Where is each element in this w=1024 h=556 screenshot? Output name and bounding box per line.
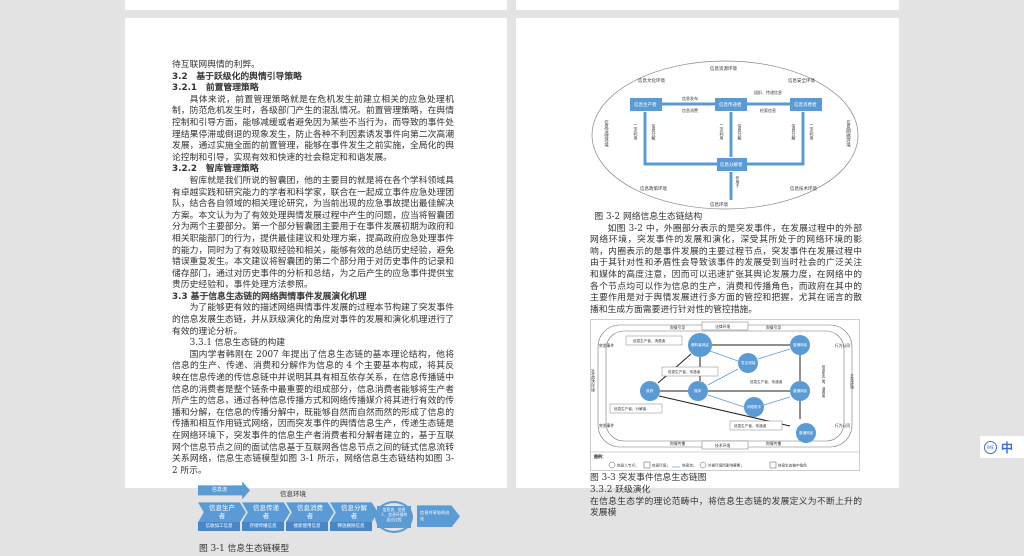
role-label: 信息生产者、传递者 (668, 369, 701, 374)
legend-item: 信息人节点； (617, 463, 639, 468)
figure-3-3: 法律环境 技术环境 舆情引导 舆情引导 舆情传播 舆情传播 突发事件 突发事件 … (590, 319, 860, 472)
env-label: 舆情引导 (670, 325, 685, 330)
env-label: 突发事件 (599, 423, 614, 428)
env-label: 信息环境 (280, 490, 306, 499)
left-page (125, 18, 507, 488)
legend-item: 信息流； (682, 463, 696, 468)
paragraph: 具体来说，前置管理策略就是在危机发生前建立相关的应急处理机制，防范危机发生时，各… (172, 94, 454, 163)
stage-title: 信息传递者 (242, 502, 290, 523)
stage-title: 信息生产者 (198, 502, 246, 523)
node-leader: 意见领袖 (741, 360, 756, 365)
env-label: 文化环境 (849, 374, 855, 390)
env-label: 技术环境 (715, 443, 730, 448)
right-page-column: 信息资源环境 信息文化环境 信息安全环境 信息政策环境 信息技术环境 信息环境 … (590, 60, 862, 520)
decomposer-node: 信息分解者 (720, 161, 743, 168)
env-label: 舆情引导 (766, 325, 781, 330)
env-label: 社会经济环境 (590, 369, 596, 393)
text-line: 待互联网舆情的利弊。 (172, 60, 260, 70)
figure-3-1-caption: 图 3-1 信息生态链模型 (199, 544, 290, 555)
flow-label: 二次利用 (810, 124, 815, 141)
env-label: 舆情传播 (670, 441, 685, 446)
legend-item: 信息环境； (652, 463, 670, 468)
paragraph: 如图 3-2 中，外圈部分表示的是突发事件，在发展过程中的外部网络环境，突发事件… (590, 223, 862, 315)
flow-label: 检索信息 (760, 107, 776, 113)
producer-node: 信息生产者 (634, 101, 657, 108)
role-label: 信息生产者、传递者 (734, 423, 767, 428)
node-netizen: 普通网民 (799, 430, 814, 435)
figure-3-3-caption: 图 3-3 突发事件信息生态链图 (590, 473, 707, 484)
flow-label: 信息分解 (792, 123, 797, 141)
paragraph: 国内学者韩刚在 2007 年提出了信息生态链的基本理论结构，他将信息的生产、传递… (172, 349, 454, 476)
paragraph: 智库就是我们所说的智囊团，他的主要目的就是将在各个学科领域具有卓越实践和研究能力… (172, 175, 454, 291)
prev-page-right (516, 0, 899, 10)
left-page-column: 待互联网舆情的利弊。 3.2 基于跃级化的舆情引导策略 3.2.1 前置管理策略… (172, 60, 460, 556)
consumer-node: 信息消费者 (794, 101, 817, 108)
figure-3-1: 信息流 信息环境 信息生产者 信收加工信息 信息传递者 存储传播信息 信息消费者… (198, 481, 466, 539)
flow-label: 组织、传递信息 (754, 89, 782, 95)
prev-page-left (125, 0, 507, 10)
stage-title: 信息分解者 (330, 502, 378, 523)
env-label: 信息资源环境 (710, 65, 737, 72)
flow-label: 信息流 (198, 481, 250, 500)
role-label: 信息生产者、消费者 (821, 365, 826, 399)
flow-label: 信息分解 (738, 123, 743, 141)
env-label: 信息法律环境 (604, 119, 609, 149)
cycle-label: 信息流、信息人、信息环境的适应过程 (377, 506, 411, 529)
heading-3-2-1: 3.2.1 前置管理策略 (172, 83, 259, 94)
flow-label: 二次利用 (720, 124, 725, 141)
env-label: 行为认同 (835, 423, 850, 428)
role-label: 信息生产者、分解者 (614, 406, 647, 411)
node-gov: 政府 (646, 388, 654, 393)
paragraph: 为了能够更有效的描述网络舆情事件发展的过程本节构建了突发事件的信息发展生态链，并… (172, 303, 454, 337)
end-label: 信息共享协同进化 (417, 505, 460, 528)
env-label: 信息环境 (710, 201, 728, 208)
node-media: 媒体 (694, 388, 702, 393)
right-page-text-2: 图 3-3 突发事件信息生态链图 3.3.2 跃级演化 在信息生态学的理论范畴中… (590, 473, 862, 519)
role-label: 信息生产者、传递者 (750, 379, 783, 384)
stage-sub: 存储传播信息 (242, 522, 284, 532)
role-label: 信息生产者、消费者 (633, 338, 666, 343)
right-page-text-1: 图 3-2 网络信息生态链结构 如图 3-2 中，外圈部分表示的是突发事件，在发… (590, 212, 862, 316)
heading-3-2-2: 3.2.2 智库管理策略 (172, 164, 259, 175)
node-opinion: 爆料者网民 (691, 342, 709, 347)
ime-logo-icon[interactable]: IME (984, 440, 997, 454)
left-page-text: 待互联网舆情的利弊。 3.2 基于跃级化的舆情引导策略 3.2.1 前置管理策略… (172, 60, 454, 477)
env-label: 法律环境 (715, 324, 730, 329)
env-label: 信息安全环境 (788, 77, 815, 84)
legend-item: 信息生态链中角色 (778, 463, 807, 468)
flow-label: 信息消费 (682, 107, 698, 113)
stage-sub: 信收加工信息 (198, 522, 240, 532)
heading-3-2: 3.2 基于跃级化的舆情引导策略 (172, 71, 302, 82)
env-label: 信息技术环境 (790, 185, 817, 192)
stage-sub: 释放删除信息 (330, 522, 372, 532)
heading-3-3-2: 3.3.2 跃级演化 (590, 484, 651, 495)
node-water: 网络推手 (747, 404, 762, 409)
ime-language-toggle[interactable]: 中 (1001, 440, 1014, 455)
transmitter-node: 信息传递者 (719, 101, 742, 108)
figure-3-2-caption: 图 3-2 网络信息生态链结构 (594, 212, 703, 222)
env-label: 舆情传播 (766, 441, 781, 446)
flow-label: 信息发布 (682, 95, 698, 101)
legend-item: 外部环境所影响要素； (708, 463, 744, 468)
env-label: 信息网络环境 (846, 119, 851, 149)
heading-3-3-1: 3.3.1 信息生态链的构建 (189, 338, 286, 349)
env-label: 信息文化环境 (638, 77, 665, 84)
env-label: 突发事件 (599, 343, 614, 348)
ime-toolbar[interactable]: IME 中 (980, 436, 1024, 458)
flow-label: 二次利用 (634, 124, 639, 141)
env-label: 信息政策环境 (640, 185, 667, 192)
flow-label: 信息分解 (652, 123, 657, 141)
stage-title: 信息消费者 (286, 502, 334, 523)
paragraph: 在信息生态学的理论范畴中，将信息生态链的发展定义为不断上升的发展模 (590, 496, 862, 519)
heading-3-3: 3.3 基于信息生态链的网络舆情事件发展演化机理 (172, 291, 367, 302)
stage-sub: 搜索使用信息 (286, 522, 328, 532)
node-netizen: 普通网民 (793, 388, 808, 393)
figure-3-2: 信息资源环境 信息文化环境 信息安全环境 信息政策环境 信息技术环境 信息环境 … (591, 60, 859, 210)
env-label: 行为认同 (835, 343, 850, 348)
node-netizen: 普通网民 (793, 342, 808, 347)
legend-title: 图例： (594, 453, 606, 459)
flow-label: 作用于 (736, 175, 741, 188)
